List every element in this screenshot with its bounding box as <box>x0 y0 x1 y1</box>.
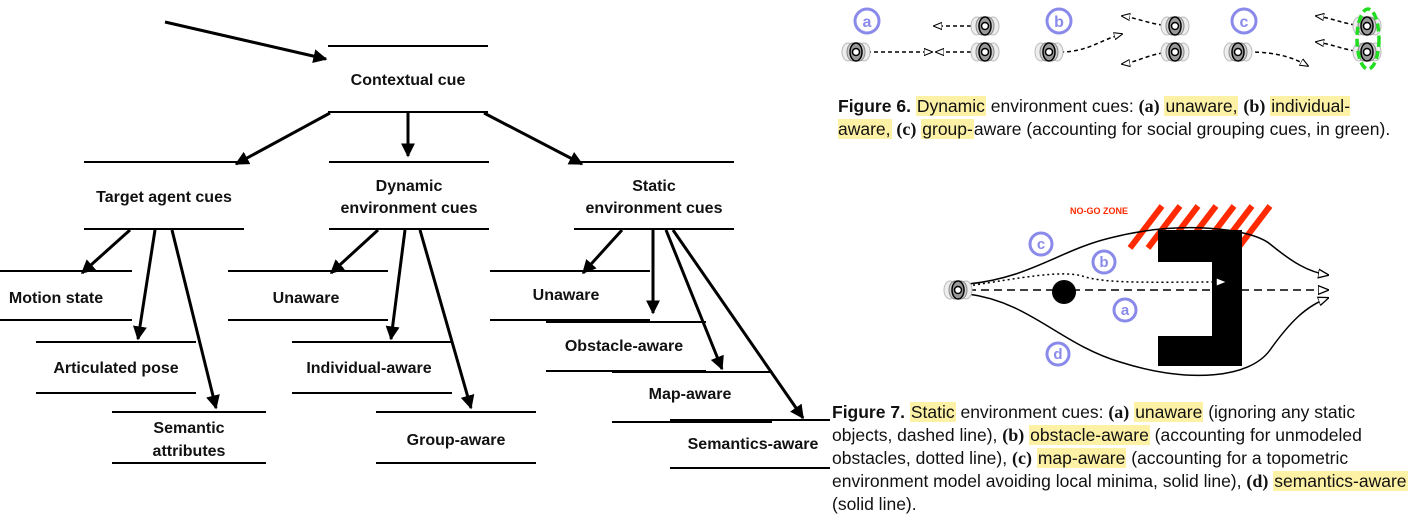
dynamic-unaware-label: Unaware <box>273 290 340 307</box>
target-agent-cues-label: Target agent cues <box>96 189 232 206</box>
taxonomy-tree: Contextual cue Target agent cues Dynamic… <box>0 20 830 469</box>
figure7-highlight-obstacle: obstacle-aware <box>1029 425 1150 445</box>
figure6-letter-c: (c) <box>896 119 917 139</box>
map-aware-label: Map-aware <box>649 386 732 403</box>
path-d-solid <box>967 293 1328 377</box>
figure7-highlight-static: Static <box>909 402 956 422</box>
figure6-illustration: a b c <box>841 7 1382 71</box>
figure6-caption: Figure 6. Dynamic environment cues: (a) … <box>838 95 1398 141</box>
figure7-text-3: (accounting for unmodeled obstacles, dot… <box>832 425 1362 468</box>
panel-label-b: b <box>1054 14 1064 31</box>
no-go-zone-label: NO-GO ZONE <box>1070 206 1128 216</box>
path-label-c: c <box>1037 236 1045 253</box>
dynamic-cues-label-line2: environment cues <box>341 200 478 217</box>
static-cues-label-line1: Static <box>632 178 676 195</box>
figure7-text-4: (accounting for a topometric environment… <box>832 448 1349 491</box>
articulated-pose-label: Articulated pose <box>53 360 178 377</box>
round-obstacle <box>1052 280 1076 304</box>
figure7-text-2: (ignoring any static objects, dashed lin… <box>832 402 1356 445</box>
figure7-illustration: NO-GO ZONE c b a d <box>943 204 1340 377</box>
figure7-text-1: environment cues: <box>955 402 1109 422</box>
path-c-solid <box>967 226 1328 285</box>
root-node-label: Contextual cue <box>351 72 466 89</box>
figure7-highlight-map: map-aware <box>1036 448 1127 468</box>
group-aware-label: Group-aware <box>407 432 506 449</box>
semantics-aware-label: Semantics-aware <box>688 436 819 453</box>
figure7-highlight-semantics: semantics-aware <box>1273 471 1408 491</box>
motion-state-label: Motion state <box>9 290 103 307</box>
figure7-number: Figure 7. <box>832 402 905 422</box>
figure6-highlight-unaware: unaware, <box>1164 96 1239 116</box>
figure7-letter-d: (d) <box>1246 471 1269 491</box>
panel-label-c: c <box>1240 14 1249 31</box>
group-ellipse <box>1355 7 1381 71</box>
path-label-a: a <box>1121 302 1130 319</box>
semantic-attributes-label-line1: Semantic <box>153 420 224 437</box>
figure6-text-2: aware (accounting for social grouping cu… <box>973 119 1391 139</box>
individual-aware-label: Individual-aware <box>306 360 431 377</box>
figure6-number: Figure 6. <box>838 96 911 116</box>
static-unaware-label: Unaware <box>533 287 600 304</box>
path-b-dotted <box>967 273 1226 286</box>
static-cues-label-line2: environment cues <box>586 200 723 217</box>
figure6-highlight-dynamic: Dynamic <box>915 96 986 116</box>
figure6-letter-b: (b) <box>1243 96 1266 116</box>
figure6-letter-a: (a) <box>1138 96 1160 116</box>
dynamic-cues-label-line1: Dynamic <box>376 178 443 195</box>
panel-label-a: a <box>863 14 872 31</box>
figure7-letter-b: (b) <box>1002 425 1025 445</box>
path-label-b: b <box>1099 254 1108 271</box>
label-circle-c <box>1230 7 1258 35</box>
semantic-attributes-label-line2: attributes <box>153 443 226 460</box>
figure7-letter-a: (a) <box>1108 402 1130 422</box>
figure7-highlight-unaware: unaware <box>1134 402 1204 422</box>
figure6-text-1: environment cues: <box>985 96 1139 116</box>
path-label-d: d <box>1053 346 1062 363</box>
figure7-caption: Figure 7. Static environment cues: (a) u… <box>832 401 1410 516</box>
obstacle-aware-label: Obstacle-aware <box>565 338 683 355</box>
label-circle-a <box>853 7 881 35</box>
figure6-highlight-group: group- <box>921 119 974 139</box>
label-circle-b <box>1045 7 1073 35</box>
figure7-text-5: (solid line). <box>832 494 917 514</box>
figure7-letter-c: (c) <box>1011 448 1032 468</box>
c-shaped-obstacle <box>1158 230 1242 366</box>
